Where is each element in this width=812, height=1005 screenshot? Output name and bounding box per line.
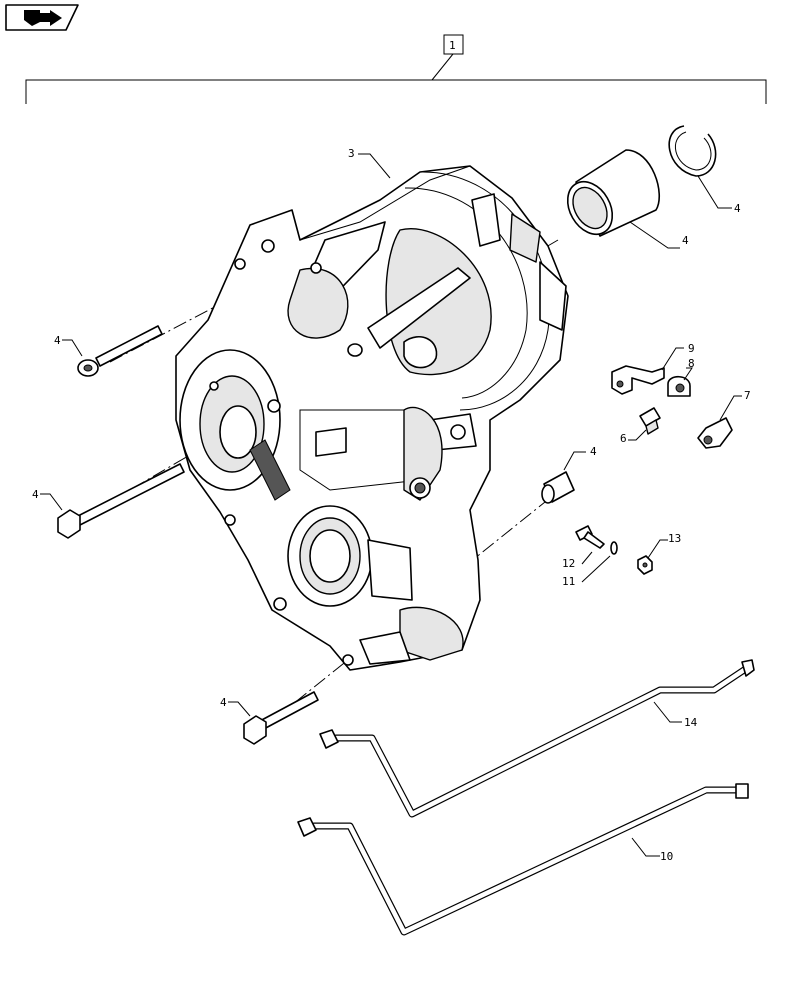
callout-housing: 3 (348, 147, 391, 179)
callout-bolt-long: 4 (32, 488, 63, 511)
callout-clip: 8 (683, 357, 695, 381)
tube-clip (667, 375, 691, 397)
svg-text:10: 10 (660, 850, 673, 863)
callout-tube-lower: 10 (631, 837, 673, 863)
svg-text:9: 9 (688, 342, 695, 355)
callout-bracket: 9 (661, 342, 695, 371)
svg-text:13: 13 (668, 532, 681, 545)
callout-dowel: 4 (563, 445, 597, 471)
svg-text:4: 4 (682, 234, 689, 247)
next-page-arrow-icon[interactable] (5, 4, 79, 31)
callout-snap-ring: 4 (697, 175, 741, 215)
bolt-long (57, 463, 185, 539)
needle-bearing (566, 149, 661, 237)
straight-fitting (639, 407, 661, 435)
svg-text:11: 11 (562, 575, 575, 588)
svg-text:4: 4 (734, 202, 741, 215)
elbow-fitting (697, 417, 733, 449)
callout-fitting: 6 (620, 429, 647, 445)
callout-washer: 11 (562, 555, 611, 588)
dowel-pin (541, 471, 575, 504)
assembly-reference-box: 1 (443, 34, 464, 55)
cap-screw (575, 525, 605, 549)
snap-ring (668, 125, 717, 177)
svg-text:4: 4 (220, 696, 227, 709)
hex-nut (637, 555, 653, 575)
callout-tube-upper: 14 (653, 701, 698, 729)
svg-text:12: 12 (562, 557, 575, 570)
hydraulic-tube-upper (319, 659, 755, 818)
callout-bearing: 4 (629, 221, 689, 249)
hydraulic-tube-lower (297, 783, 749, 936)
bolt-upper (77, 325, 163, 377)
svg-text:4: 4 (590, 445, 597, 458)
svg-text:7: 7 (744, 389, 751, 402)
callout-screw: 12 (562, 551, 593, 570)
svg-text:4: 4 (32, 488, 39, 501)
callout-elbow: 7 (719, 389, 751, 421)
svg-text:14: 14 (684, 716, 698, 729)
assembly-bracket-line (25, 53, 767, 104)
washer (610, 541, 618, 555)
tube-bracket (611, 365, 665, 395)
svg-text:6: 6 (620, 432, 627, 445)
bolt-lower (243, 691, 319, 745)
callout-nut: 13 (647, 532, 681, 559)
svg-text:3: 3 (348, 147, 355, 160)
transmission-housing (175, 165, 569, 671)
callout-bolt-lower: 4 (220, 696, 251, 717)
svg-text:4: 4 (54, 334, 61, 347)
svg-text:1: 1 (449, 39, 456, 52)
callout-bolt-upper: 4 (54, 334, 83, 357)
svg-text:8: 8 (688, 357, 695, 370)
